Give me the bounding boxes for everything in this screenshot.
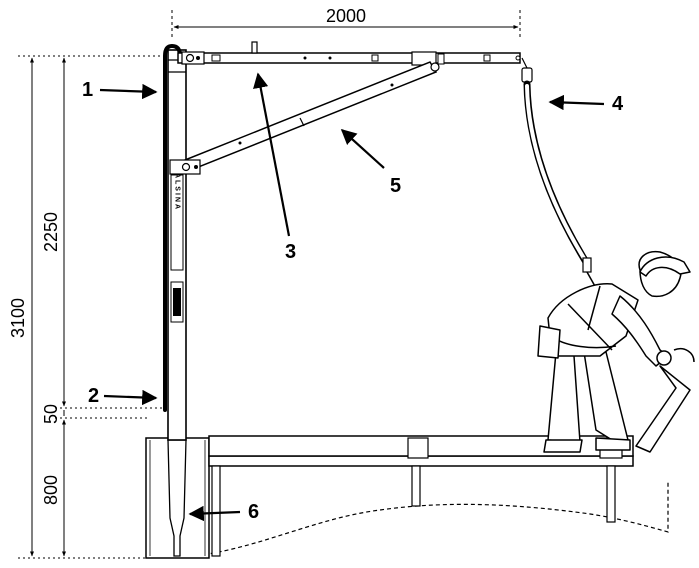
- callout-4: 4: [548, 93, 624, 115]
- brand-label: ALSINA: [174, 173, 181, 211]
- dimension-height-upper-label: 2250: [41, 212, 61, 252]
- callout-3-label: 3: [285, 241, 296, 263]
- callout-3: 3: [253, 72, 296, 263]
- mast-cable: [163, 43, 182, 412]
- callout-4-label: 4: [612, 93, 624, 115]
- dimension-height-upper: 2250: [41, 57, 168, 409]
- davit-diagonal-brace: [169, 61, 440, 175]
- callout-2-label: 2: [88, 385, 99, 407]
- dimension-gap: 50: [41, 404, 150, 424]
- dimension-base-label: 800: [41, 475, 61, 505]
- worker-figure: [537, 250, 695, 453]
- davit-upper-arm: [177, 41, 521, 66]
- callout-6: 6: [188, 501, 259, 523]
- dimension-base: 800: [41, 419, 66, 557]
- callout-1-label: 1: [82, 79, 93, 101]
- dimension-gap-label: 50: [41, 404, 61, 424]
- callout-2: 2: [88, 385, 158, 407]
- dimension-height-total: 3100: [8, 55, 170, 559]
- callout-1: 1: [82, 79, 158, 101]
- dimension-width-label: 2000: [326, 6, 366, 26]
- ground-line: [147, 482, 669, 558]
- fall-arrest-lanyard: [521, 57, 597, 289]
- base-socket: [145, 437, 210, 559]
- callout-5: 5: [340, 128, 401, 197]
- davit-mast: ALSINA: [167, 49, 187, 441]
- callout-6-label: 6: [248, 501, 259, 523]
- callout-5-label: 5: [390, 175, 401, 197]
- dimension-height-total-label: 3100: [8, 298, 28, 338]
- dimension-width: 2000: [171, 6, 521, 40]
